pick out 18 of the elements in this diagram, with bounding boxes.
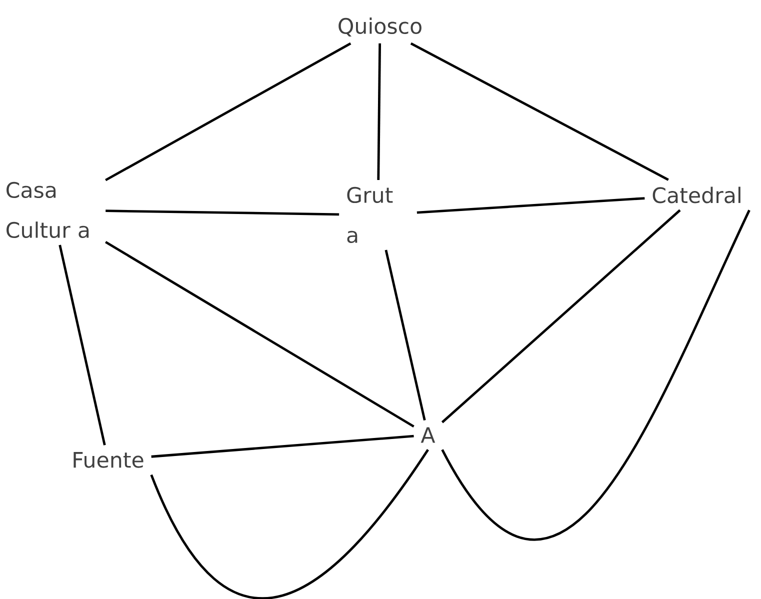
node-label: A: [420, 427, 436, 443]
node-label: Casa Cultur a: [6, 182, 89, 238]
connector-line: [384, 250, 426, 421]
connector-line: [151, 434, 414, 458]
connector-line: [416, 197, 645, 214]
connector-line: [58, 244, 106, 446]
connector-line: [105, 42, 352, 182]
connector-line: [441, 209, 681, 424]
node-label: Fuente: [74, 452, 144, 468]
node-label: Quiosco: [338, 18, 422, 36]
node-label: Grut a: [347, 186, 393, 244]
connector-line: [441, 210, 750, 540]
connector-line: [106, 210, 340, 216]
connector-line: [377, 43, 382, 180]
connector-line: [410, 42, 669, 181]
connector-line: [150, 449, 429, 599]
node-label: Catedral: [652, 186, 740, 204]
connector-line: [105, 240, 414, 428]
